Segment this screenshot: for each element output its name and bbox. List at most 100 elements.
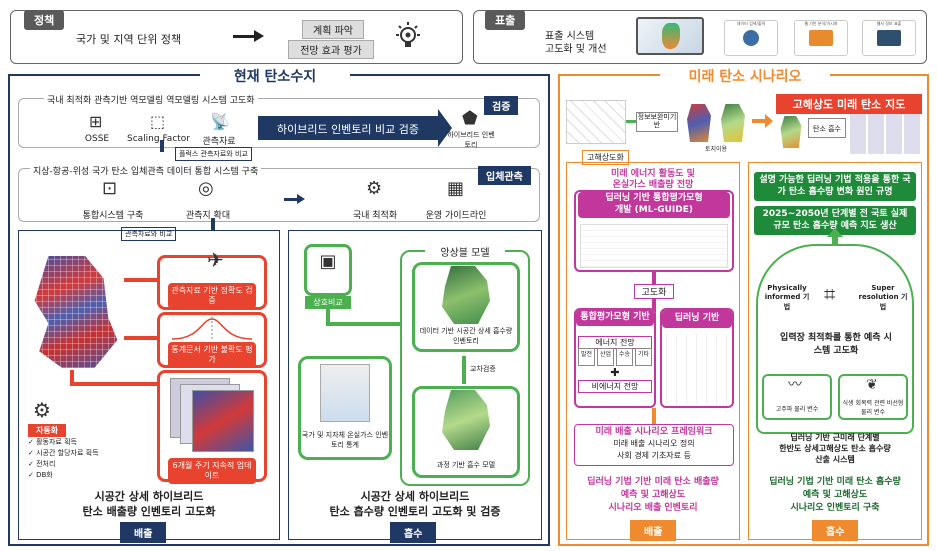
down-arrow-2 xyxy=(211,218,215,230)
optimization-label: 국내 최적화 xyxy=(352,211,398,221)
check-3: ✓ 전처리 xyxy=(28,460,56,468)
pub-icon-1: 데이터 검색/출력 xyxy=(724,20,778,56)
policy-tag: 정책 xyxy=(24,10,65,30)
current-absorb-tag: 흡수 xyxy=(390,522,437,543)
arrow-right-icon xyxy=(233,35,255,38)
info-base-box: 정보보완미기반 xyxy=(636,112,678,132)
red-arrow-2 xyxy=(124,336,157,340)
red-arrow-4 xyxy=(70,382,157,386)
red-arrow-1 xyxy=(124,278,157,282)
absorb-footer-1: 시공간 상세 하이브리드 xyxy=(360,490,470,503)
future-absorb-tag: 흡수 xyxy=(812,520,859,541)
future-emission-header-2: 온실가스 배출량 전망 xyxy=(612,180,694,190)
framework-title: 미래 배출 시나리오 프레임워크 xyxy=(595,427,713,437)
energy-label: 에너지 전망 xyxy=(578,336,652,349)
cell-transport: 수송 xyxy=(616,348,633,366)
cell-other: 기타 xyxy=(635,348,652,366)
hires-map-tag: 고해상도 미래 탄소 지도 xyxy=(776,94,922,114)
green-map-2 xyxy=(442,390,490,450)
green-up-arrow xyxy=(832,236,838,246)
row2-title: 지상-항공-위성 국가 탄소 입체관측 데이터 통합 시스템 구축 xyxy=(30,164,262,177)
uncertainty-box: 통계문서 기반 불확도 평가 xyxy=(168,342,256,368)
future-absorb-footer-1: 딥러닝 기법 기반 미래 탄소 흡수량 xyxy=(769,477,901,487)
nearterm-line-1: 딥러닝 기반 근미래 단계별 xyxy=(790,433,880,442)
banner-arrow-head xyxy=(438,109,452,147)
future-emission-footer-3: 시나리오 배출 인벤토리 xyxy=(608,503,698,513)
hybrid-inventory-label: 하이브리드 인벤토리 xyxy=(447,131,495,149)
flux-compare-label: 플럭스 관측자료와 비교 xyxy=(175,147,252,161)
sr-label: Super resolution 기법 xyxy=(858,284,908,311)
current-emission-tag: 배출 xyxy=(120,522,167,543)
row2-frame xyxy=(18,168,540,222)
arrow-head xyxy=(827,228,843,237)
pub-text-2: 고도화 및 개선 xyxy=(545,44,607,55)
obs-label: 관측자료 xyxy=(202,137,236,147)
hybrid-compare-text: 하이브리드 인벤토리 비교 검증 xyxy=(276,123,420,136)
data-model-label: 데이터 기반 시공간 상세 흡수량 인벤토리 xyxy=(419,327,513,345)
hybrid-compare-banner xyxy=(258,116,438,140)
accuracy-box: 관측자료 기반 정확도 검증 xyxy=(168,283,256,309)
monitor-map-icon xyxy=(636,17,704,55)
guide-label: 운영 가이드라인 xyxy=(425,211,487,221)
ml-chart-image xyxy=(580,224,728,268)
integration-icon: ⊡ xyxy=(102,178,118,199)
lightbulb-gear-icon xyxy=(396,22,420,47)
future-emission-footer-2: 예측 및 고해상도 xyxy=(620,490,686,500)
distribution-curve xyxy=(171,317,253,341)
check-2: ✓ 시공간 할당자료 획득 xyxy=(28,449,99,457)
advance-label: 고도화 xyxy=(634,284,674,299)
framework-line-1: 미래 배출 시나리오 정의 xyxy=(613,439,695,448)
korea-map-icon: ⬟ xyxy=(462,108,478,129)
down-arrow-1 xyxy=(160,140,164,152)
future-emission-footer-1: 딥러닝 기법 기반 미래 탄소 배출량 xyxy=(587,477,719,487)
future-mini-map-2 xyxy=(721,104,745,142)
verify-tag: 검증 xyxy=(484,96,519,115)
process-label: 과정 기반 흡수 모델 xyxy=(436,461,496,469)
scaling-icon: ⬚ xyxy=(150,112,166,131)
future-emission-header-1: 미래 에너지 활동도 및 xyxy=(611,169,695,179)
osse-label: OSSE xyxy=(84,134,110,144)
row1-title: 국내 최적화 관측기반 역모델링 역모델링 시스템 고도화 xyxy=(44,93,258,106)
auto-tag: 자동화 xyxy=(28,424,67,437)
future-mini-map-1 xyxy=(687,104,711,142)
emission-footer-1: 시공간 상세 하이브리드 xyxy=(94,490,204,503)
satellite-dish-icon: 📡 xyxy=(210,112,230,131)
mutual-compare-label: 상호비교 xyxy=(305,296,351,309)
nonenergy-label: 비에너지 전망 xyxy=(578,380,652,393)
future-emission-tag: 배출 xyxy=(630,520,677,541)
gear-icon: ⚙ xyxy=(366,178,383,199)
policy-text: 국가 및 지역 단위 정책 xyxy=(76,33,182,46)
arrow-head xyxy=(297,194,305,204)
expand-label: 관측지 확대 xyxy=(185,211,231,221)
policy-eval-button: 전망 효과 평가 xyxy=(288,40,374,59)
green-arrow-2 xyxy=(330,322,354,326)
policy-plan-button: 계획 파악 xyxy=(302,20,364,39)
plant-icon: ❦ xyxy=(866,377,878,393)
ab-cube-icon: ▣ xyxy=(319,251,337,272)
3d-obs-tag: 입체관측 xyxy=(478,166,531,185)
gears-icon: ⚙ xyxy=(33,398,51,422)
nearterm-line-2: 한반도 상세고해상도 탄소 흡수량 xyxy=(779,444,891,453)
dl-network-image xyxy=(666,334,728,404)
green-map-1 xyxy=(442,266,490,324)
row1-frame xyxy=(18,98,540,148)
network-diagram xyxy=(566,100,626,144)
plus-sign: ✚ xyxy=(610,366,620,379)
framework-line-2: 사회 경제 기초자료 등 xyxy=(617,451,691,460)
publication-tag: 표출 xyxy=(485,10,526,30)
pub-icon-3: 웹서 정보 표출 xyxy=(862,20,916,56)
future-title: 미래 탄소 시나리오 xyxy=(660,66,830,86)
map-stack-3 xyxy=(192,390,254,452)
absorb-footer-2: 탄소 흡수량 인벤토리 고도화 및 검증 xyxy=(329,505,501,518)
nearterm-line-3: 산출 시스템 xyxy=(815,455,855,464)
pub-text-1: 표출 시스템 xyxy=(545,31,595,42)
climate-var-label: 고주파 물리 변수 xyxy=(775,406,819,413)
chip-icon: ⌗ xyxy=(824,282,836,306)
integration-label: 통합시스템 구축 xyxy=(82,211,144,221)
arrow-head xyxy=(765,114,773,128)
arrow-right-icon xyxy=(284,198,298,201)
arrow-head xyxy=(254,30,264,42)
update-box: 6개월 주기 지속적 업데이트 xyxy=(168,458,256,484)
current-title: 현재 탄소수지 xyxy=(200,66,350,86)
orange-up-arrow xyxy=(652,408,656,424)
